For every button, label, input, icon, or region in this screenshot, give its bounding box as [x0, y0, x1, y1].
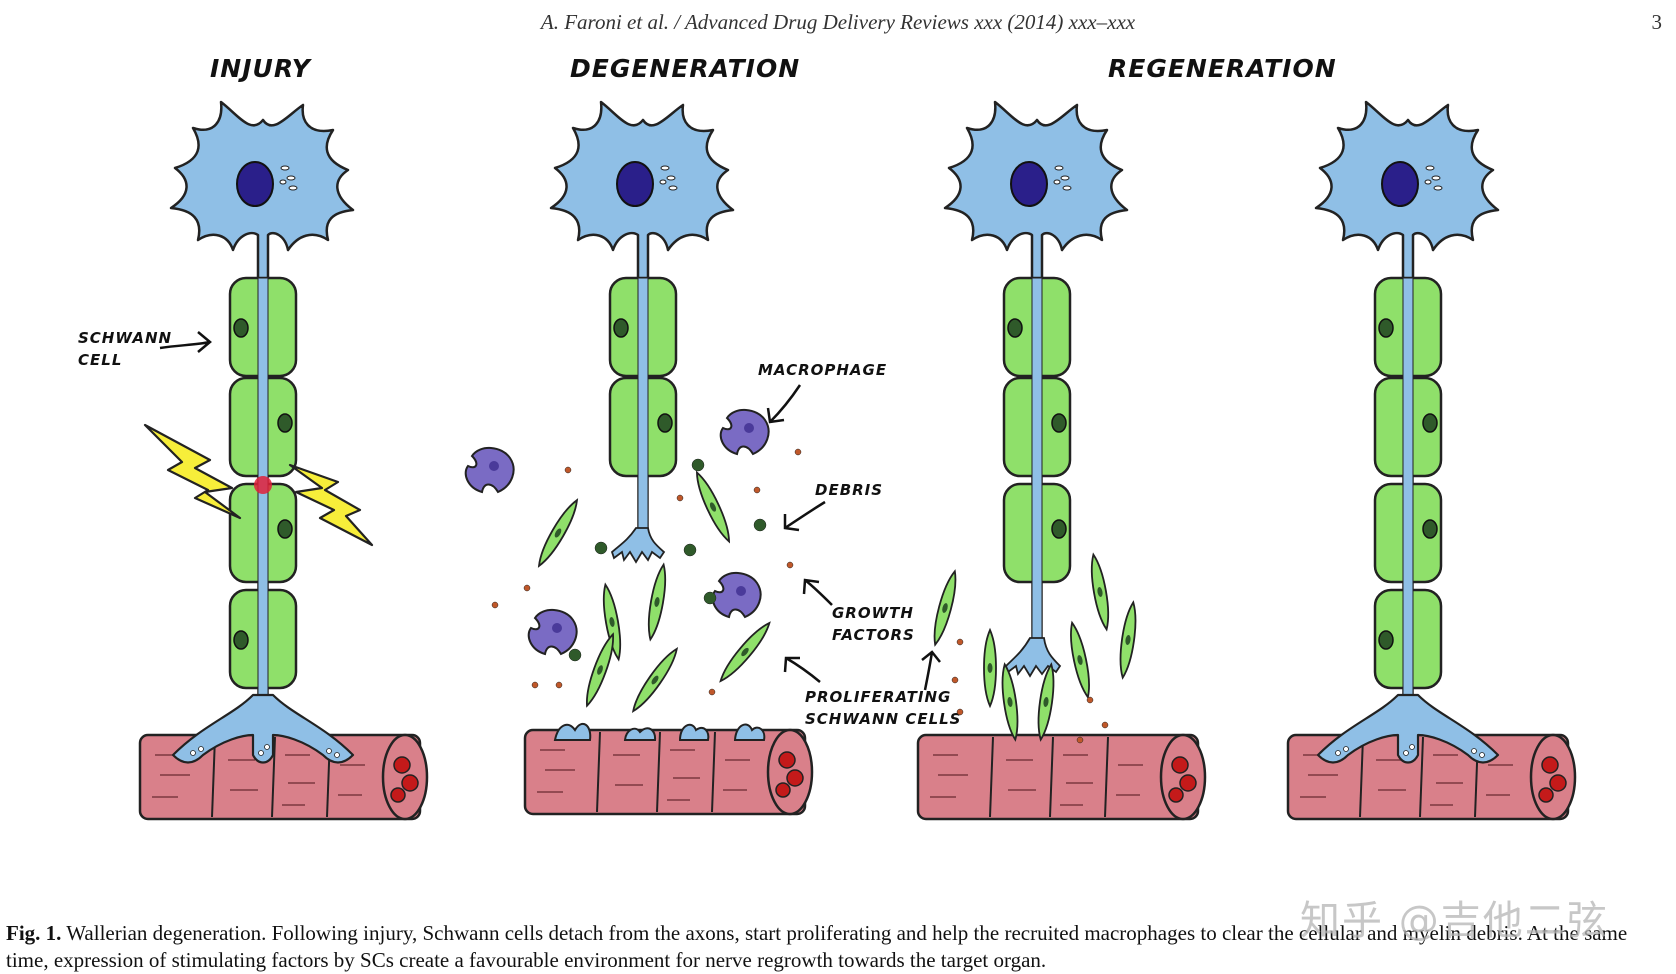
figure-caption: Fig. 1. Wallerian degeneration. Followin…: [6, 920, 1666, 974]
page-number: 3: [1651, 10, 1663, 34]
muscle-fiber: [916, 733, 1207, 821]
retracting-growth-cone: [610, 527, 666, 564]
caption-label: Fig. 1.: [6, 921, 62, 945]
label-schwann-cell-line2: CELL: [78, 351, 122, 369]
label-growth-factors-line1: GROWTH: [832, 604, 914, 622]
arrow-icon: [783, 656, 821, 683]
running-head: A. Faroni et al. / Advanced Drug Deliver…: [540, 10, 1136, 34]
neuron-cell-body: [549, 100, 735, 282]
arrow-icon: [802, 578, 833, 606]
label-proliferating-line1: PROLIFERATING: [805, 688, 951, 706]
neuromuscular-terminal: [171, 693, 355, 764]
panel-degeneration: MACROPHAGE DEBRIS GROWTH FACTORS PROLIFE…: [464, 100, 962, 816]
axon-overlay: [637, 277, 649, 529]
panel-injury: SCHWANN CELL: [78, 100, 429, 821]
neuron-cell-body: [943, 100, 1129, 282]
injury-site: [254, 476, 272, 494]
growth-factors: [951, 638, 1109, 744]
page-header: A. Faroni et al. / Advanced Drug Deliver…: [0, 6, 1676, 36]
denervated-terminal: [553, 722, 766, 741]
neuron-cell-body: [1314, 100, 1500, 282]
panel-regeneration-early: [916, 100, 1207, 821]
debris: [491, 448, 802, 696]
stage-title-regeneration: REGENERATION: [1108, 54, 1337, 83]
arrow-icon: [783, 500, 826, 532]
figure-illustration: INJURY DEGENERATION REGENERATION SCHWANN…: [0, 40, 1676, 900]
arrow-icon: [159, 331, 212, 353]
axon-overlay: [1031, 277, 1043, 639]
lightning-right-icon: [288, 463, 374, 547]
arrow-icon: [766, 384, 802, 424]
label-schwann-cell-line1: SCHWANN: [78, 329, 172, 347]
label-debris: DEBRIS: [815, 481, 883, 499]
arrow-icon: [921, 650, 941, 691]
neuromuscular-terminal: [1316, 693, 1500, 764]
caption-text: Wallerian degeneration. Following injury…: [6, 921, 1628, 972]
stage-title-injury: INJURY: [210, 54, 313, 83]
muscle-fiber: [523, 728, 814, 816]
label-macrophage: MACROPHAGE: [758, 361, 887, 379]
growth-cone: [1004, 637, 1062, 678]
axon-overlay: [1402, 277, 1414, 699]
neuron-cell-body: [169, 100, 355, 282]
lightning-left-icon: [143, 423, 242, 520]
label-proliferating-line2: SCHWANN CELLS: [805, 710, 962, 728]
label-growth-factors-line2: FACTORS: [832, 626, 915, 644]
panel-regeneration-complete: [1286, 100, 1577, 821]
stage-title-degeneration: DEGENERATION: [570, 54, 800, 83]
watermark: 知乎 @吉他二弦: [1300, 898, 1609, 944]
